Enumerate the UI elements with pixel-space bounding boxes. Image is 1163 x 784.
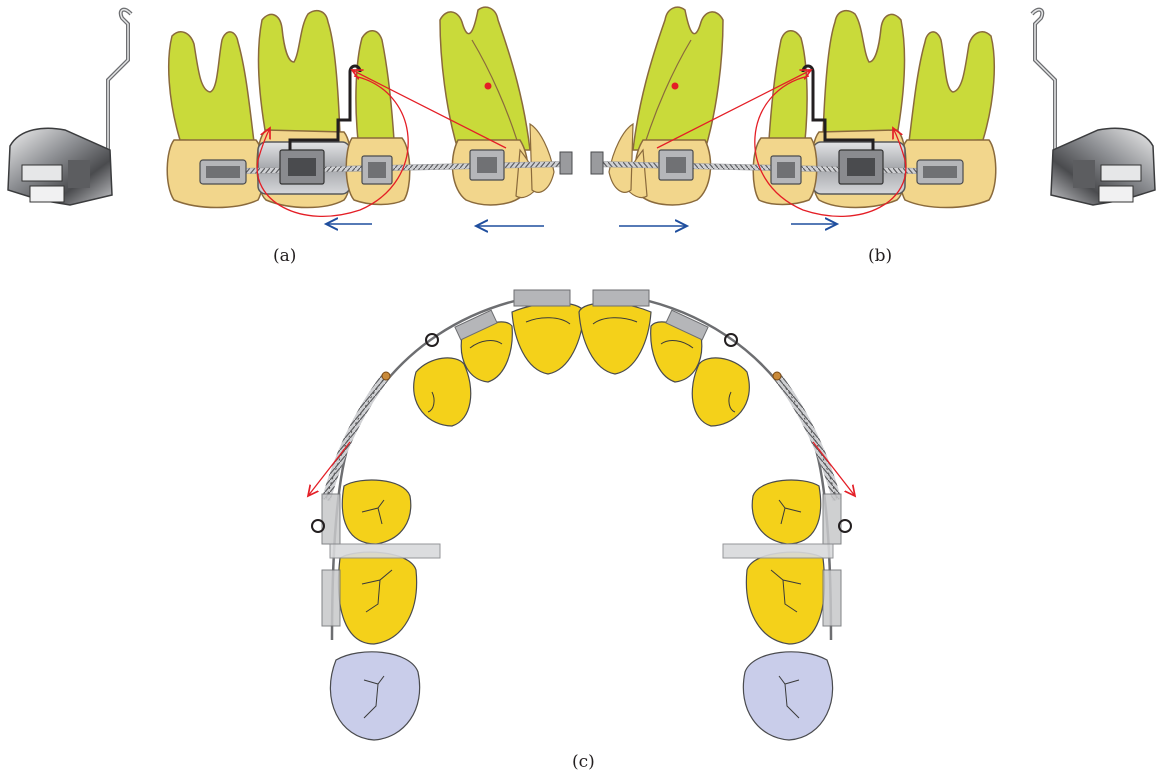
panel-a-diagram [8,7,572,226]
panel-b-label: (b) [868,246,892,266]
panel-b-diagram [591,7,1155,226]
panel-c-label: (c) [572,752,595,772]
panel-c-occlusal-arch [308,290,855,740]
panel-a-label: (a) [273,246,296,266]
